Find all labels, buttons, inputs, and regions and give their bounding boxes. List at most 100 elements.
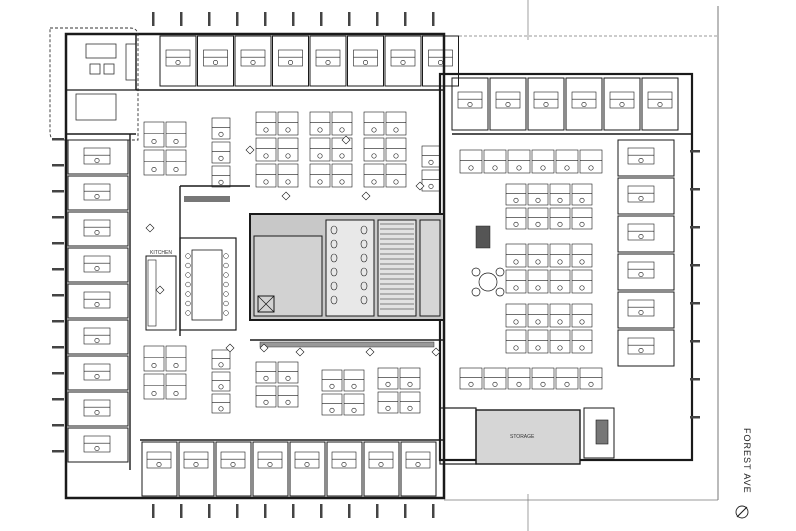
- tick: [690, 378, 700, 381]
- toilet: [360, 239, 368, 249]
- column-marker: [145, 223, 155, 233]
- column-marker: [361, 191, 371, 201]
- lounge-seating: [471, 267, 505, 297]
- column-marker: [415, 181, 425, 191]
- workstation: [343, 393, 365, 416]
- workstation: [143, 345, 165, 372]
- tick: [690, 188, 700, 191]
- office: [67, 211, 129, 247]
- office: [451, 77, 489, 131]
- toilet: [330, 253, 338, 263]
- workstation: [165, 149, 187, 176]
- workstation: [255, 111, 277, 136]
- workstation: [321, 369, 343, 392]
- workstation: [549, 303, 571, 328]
- workstation: [571, 329, 593, 354]
- workstation: [343, 369, 365, 392]
- workstation: [527, 329, 549, 354]
- workstation: [647, 91, 673, 109]
- workstation: [505, 303, 527, 328]
- workstation: [309, 111, 331, 136]
- office: [347, 35, 384, 87]
- toilet: [330, 281, 338, 291]
- office: [363, 441, 400, 497]
- office: [234, 35, 272, 87]
- workstation: [428, 49, 453, 67]
- toilet: [360, 253, 368, 263]
- office: [565, 77, 603, 131]
- workstation: [527, 183, 549, 206]
- chair: [185, 253, 191, 259]
- workstation: [143, 373, 165, 400]
- office: [67, 355, 129, 391]
- workstation: [377, 391, 399, 414]
- office: [215, 441, 252, 497]
- toilet: [360, 267, 368, 277]
- workstation: [385, 163, 407, 188]
- workstation: [83, 147, 111, 165]
- tick: [264, 12, 267, 26]
- office: [178, 441, 215, 497]
- tick: [236, 12, 239, 26]
- corridor-walls: [66, 89, 692, 470]
- column-marker: [295, 347, 305, 357]
- office: [67, 247, 129, 283]
- tick: [376, 12, 379, 26]
- tick: [404, 12, 407, 26]
- office: [67, 283, 129, 319]
- workstation: [211, 349, 231, 370]
- column-marker: [365, 347, 375, 357]
- workstation: [183, 451, 209, 469]
- storage-label: STORAGE: [510, 434, 535, 440]
- office: [422, 35, 459, 87]
- building-core: [249, 213, 445, 321]
- chair: [223, 253, 229, 259]
- workstation: [555, 149, 579, 174]
- tick: [180, 504, 183, 518]
- workstation: [277, 137, 299, 162]
- workstation: [277, 163, 299, 188]
- office: [617, 215, 675, 253]
- chair: [223, 262, 229, 269]
- workstation: [165, 373, 187, 400]
- chair: [223, 281, 229, 288]
- workstation: [146, 451, 172, 469]
- office: [309, 35, 347, 87]
- office: [400, 441, 437, 497]
- workstation: [331, 163, 353, 188]
- tick: [690, 302, 700, 305]
- office: [617, 139, 675, 177]
- tick: [52, 424, 64, 427]
- column-markers: [145, 135, 441, 357]
- workstation: [220, 451, 246, 469]
- workstation: [309, 163, 331, 188]
- street-name: FOREST AVE: [742, 428, 752, 494]
- stair-treads: [380, 223, 414, 310]
- tick: [52, 398, 64, 401]
- workstation: [483, 367, 507, 390]
- workstation: [405, 451, 431, 469]
- workstation: [315, 49, 341, 67]
- office: [67, 175, 129, 211]
- workstation: [527, 207, 549, 230]
- tick: [208, 504, 211, 518]
- workstation: [255, 361, 277, 384]
- workstation: [527, 303, 549, 328]
- workstation: [353, 49, 378, 67]
- tick: [690, 416, 700, 419]
- workstation: [321, 393, 343, 416]
- workstation: [143, 121, 165, 148]
- workstation: [257, 451, 283, 469]
- workstation: [571, 207, 593, 230]
- tick: [404, 504, 407, 518]
- workstation: [399, 391, 421, 414]
- chair: [185, 300, 191, 307]
- workstation: [165, 345, 187, 372]
- tick: [208, 12, 211, 26]
- column-block: [475, 225, 491, 249]
- workstation: [421, 145, 441, 168]
- workstation: [399, 367, 421, 390]
- chair: [223, 272, 229, 278]
- office: [252, 441, 289, 497]
